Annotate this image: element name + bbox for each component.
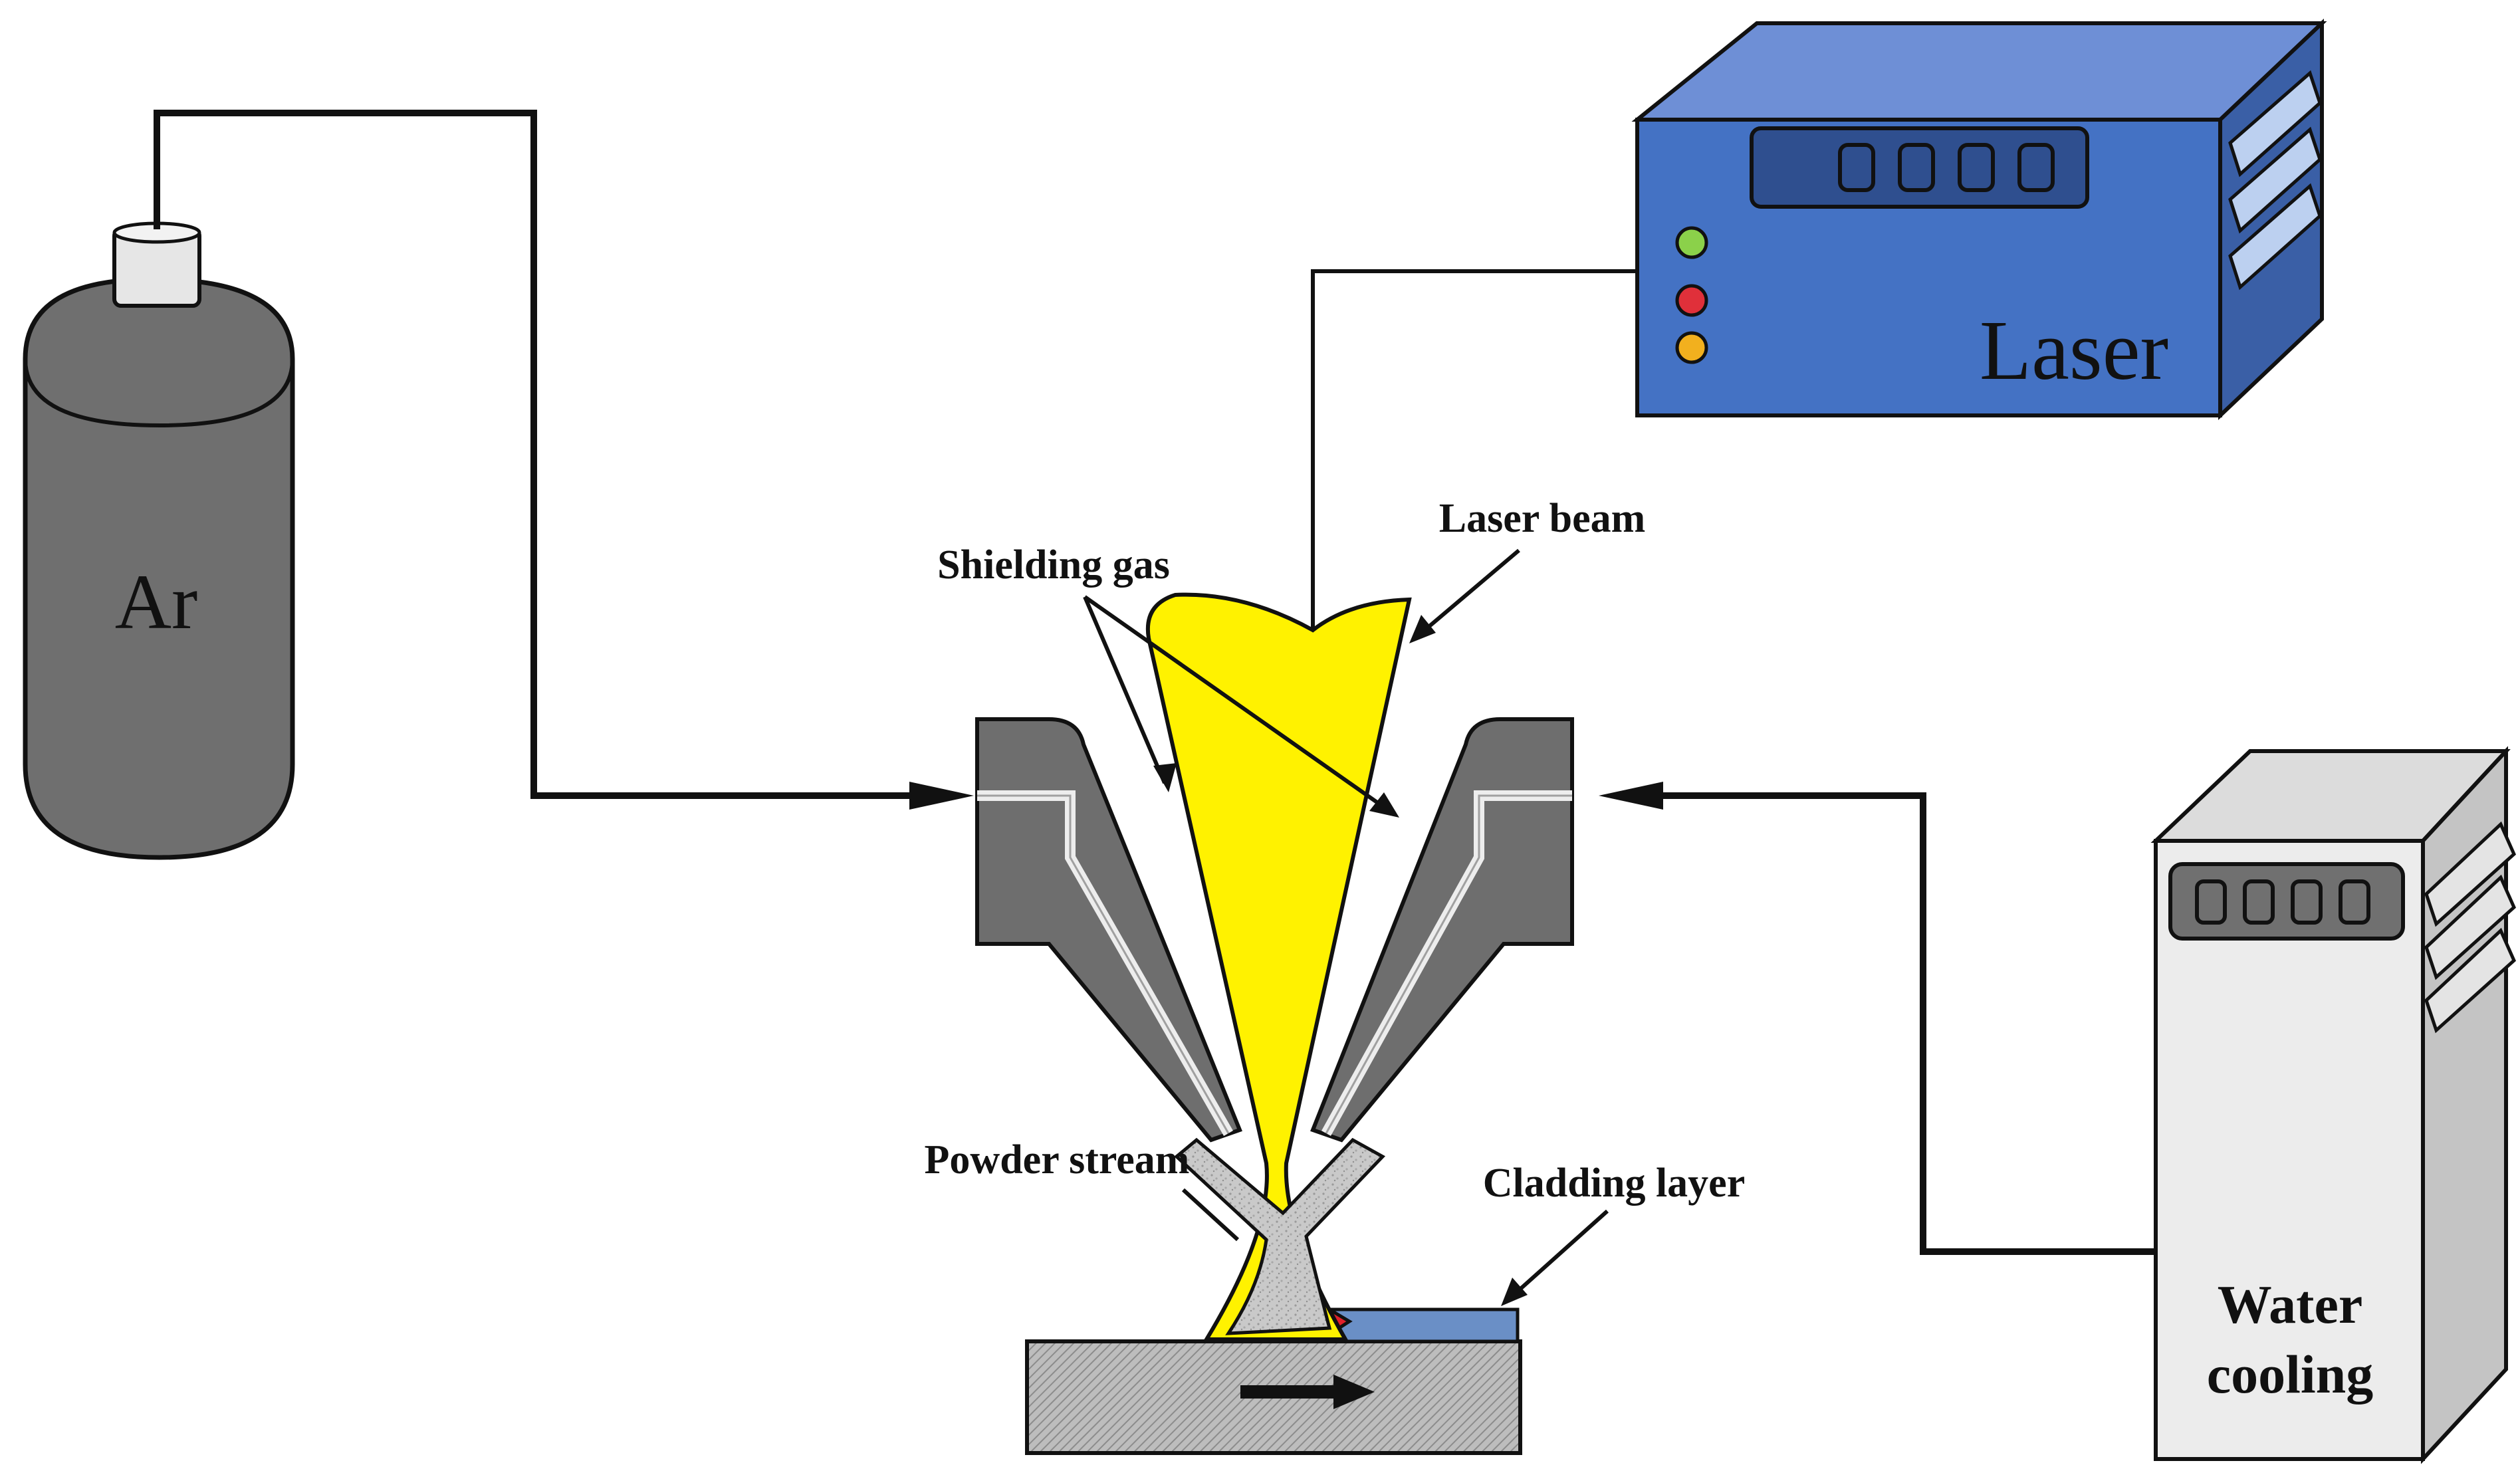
laser-led-red <box>1675 284 1708 317</box>
cooler-front <box>2154 839 2425 1461</box>
powder-stream-label: Powder stream <box>925 1137 1190 1183</box>
laser-display <box>1750 126 2089 209</box>
argon-cylinder: Ar <box>23 221 295 860</box>
argon-inlet-arrow <box>909 782 974 810</box>
water-inlet-arrow <box>1599 782 1663 810</box>
nozzle-left-gas-channel <box>977 790 1233 1136</box>
laser-fiber <box>1311 269 1637 630</box>
coaxial-nozzle <box>975 717 1574 1143</box>
laser-label: Laser <box>1980 303 2168 397</box>
powder-stream <box>1174 1137 1386 1335</box>
cladding-layer-leader <box>1510 1209 1609 1298</box>
cladding-layer-label: Cladding layer <box>1483 1161 1745 1206</box>
water-cooling-label-line1: Water <box>2218 1274 2363 1335</box>
cooler-display-digits <box>2195 879 2370 925</box>
argon-label: Ar <box>115 558 198 645</box>
water-line <box>1662 792 2156 1255</box>
laser-box-front <box>1635 118 2222 417</box>
laser-box-top <box>1631 21 2327 122</box>
laser-led-green <box>1675 226 1708 259</box>
nozzle-right-gas-channel <box>1321 790 1572 1136</box>
water-cooler: Water cooling <box>2150 746 2517 1464</box>
laser-vents <box>2228 70 2322 290</box>
cooler-vents <box>2424 821 2517 1034</box>
water-cooling-label-line2: cooling <box>2207 1344 2374 1405</box>
shielding-gas-leader-right <box>1084 595 1391 813</box>
laser-unit: Laser <box>1631 19 2327 420</box>
shielding-gas-leader-left <box>1083 596 1167 784</box>
shielding-gas-label: Shielding gas <box>937 542 1170 588</box>
laser-beam-label: Laser beam <box>1439 496 1646 541</box>
travel-direction-arrow <box>1240 1375 1375 1409</box>
workpiece <box>1025 1307 1522 1455</box>
laser-led-yellow <box>1675 331 1708 364</box>
laser-display-digits <box>1838 143 2055 192</box>
argon-gas-line <box>154 110 911 799</box>
powder-stream-leader <box>1181 1188 1240 1242</box>
laser-beam-leader <box>1418 548 1520 637</box>
